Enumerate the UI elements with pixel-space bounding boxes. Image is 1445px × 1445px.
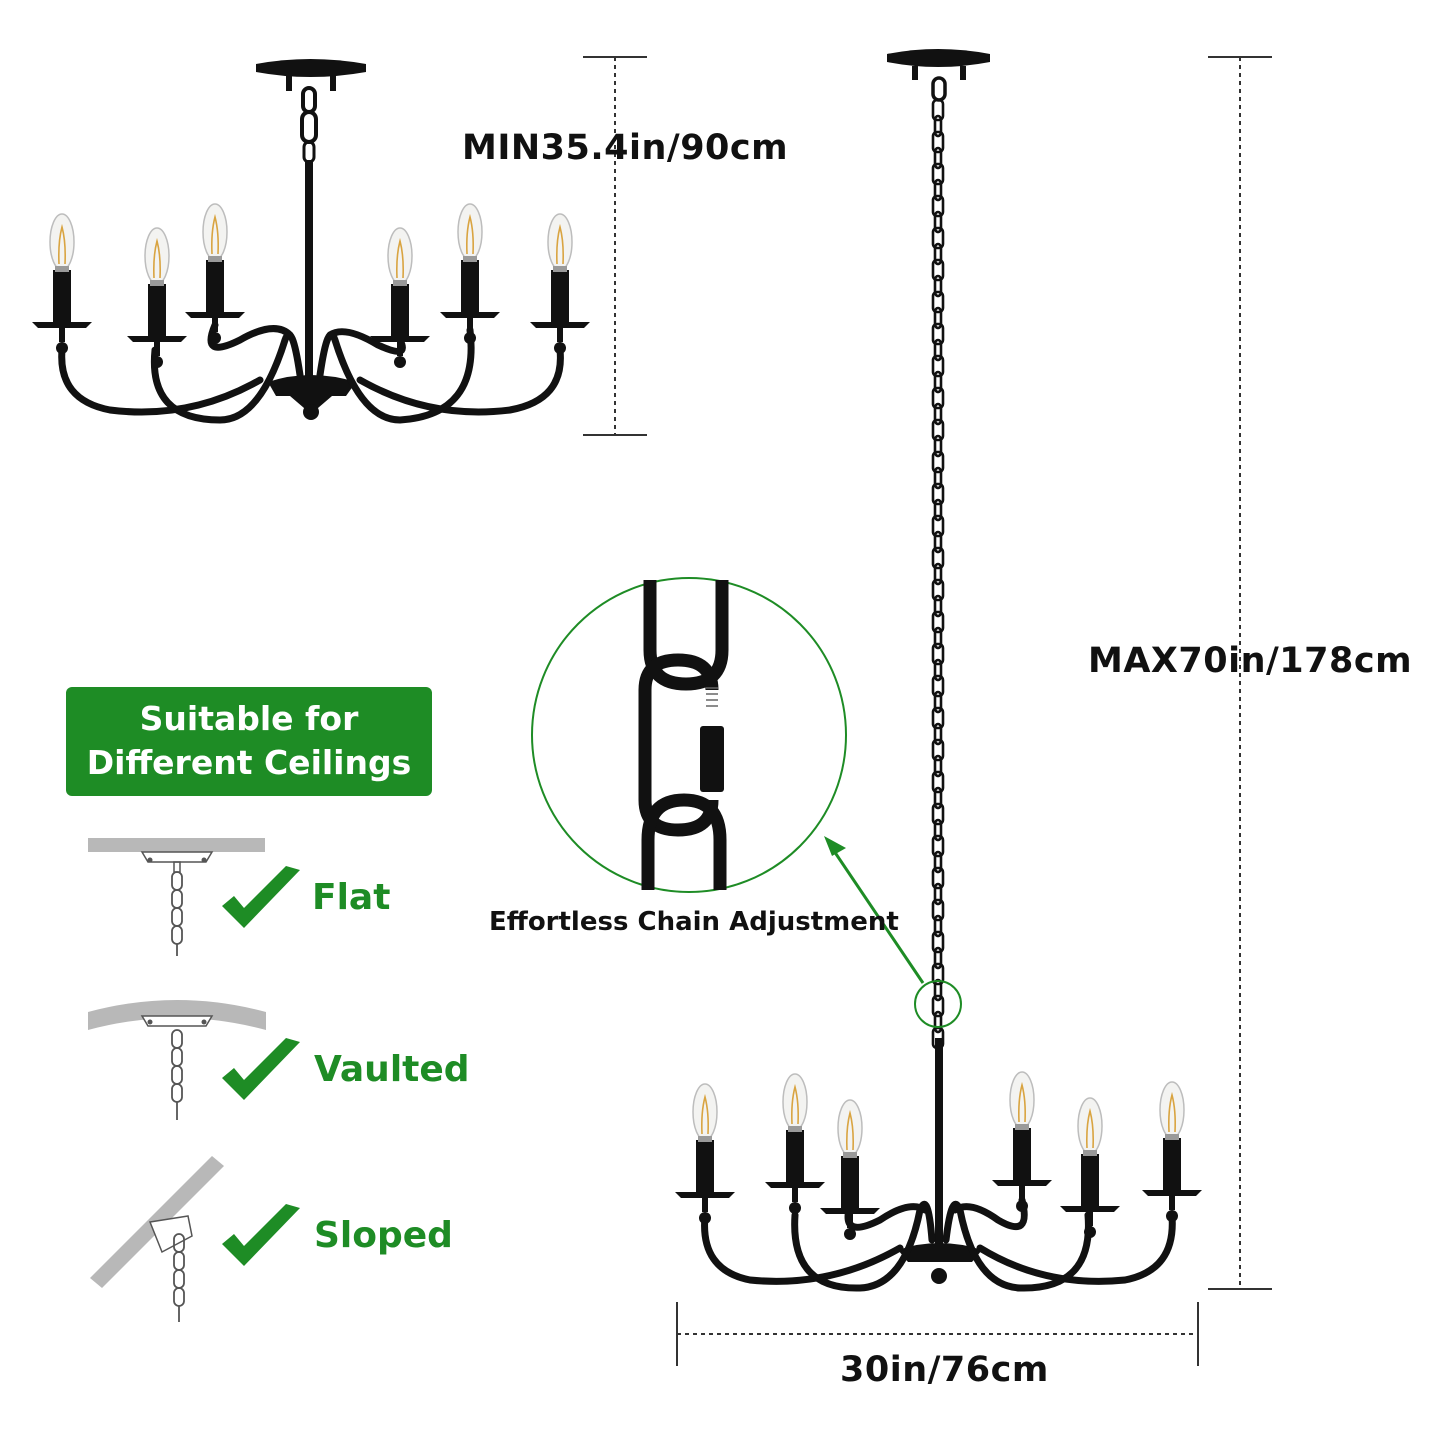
chain-link [933, 146, 943, 170]
chain-link [931, 610, 945, 634]
chain-link [933, 402, 943, 426]
max-height-dimension-line [1208, 56, 1272, 1290]
chain-link [931, 770, 945, 794]
chain-link [931, 482, 945, 506]
check-icon [222, 1204, 300, 1266]
chain-link [933, 498, 943, 522]
chandelier-min-icon [31, 59, 591, 424]
chain-zoom-callout [531, 577, 962, 1028]
badge-line-2: Different Ceilings [86, 743, 412, 782]
chain-link [931, 450, 945, 474]
width-label: 30in/76cm [840, 1350, 1049, 1390]
chain-link [931, 674, 945, 698]
sloped-label: Sloped [314, 1215, 453, 1256]
chain-link [933, 786, 943, 810]
chain-link [931, 642, 945, 666]
chain-link [933, 818, 943, 842]
chain-link [931, 546, 945, 570]
chain-link [933, 882, 943, 906]
chain-link [931, 418, 945, 442]
chain-link [931, 130, 945, 154]
chain-link [933, 530, 943, 554]
long-chain [931, 98, 945, 1050]
chain-link [933, 658, 943, 682]
chain-link [931, 738, 945, 762]
chain-link [933, 210, 943, 234]
chain-link [931, 866, 945, 890]
chain-link [933, 434, 943, 458]
chain-link [933, 914, 943, 938]
check-icon [222, 866, 300, 928]
chain-link [933, 1010, 943, 1034]
chain-link [931, 226, 945, 250]
chain-link [931, 258, 945, 282]
chain-link [933, 114, 943, 138]
chain-link [933, 722, 943, 746]
chain-link [933, 850, 943, 874]
flat-label: Flat [312, 877, 391, 918]
vaulted-ceiling-icon [88, 1000, 266, 1120]
ceilings-badge: Suitable for Different Ceilings [66, 687, 432, 796]
chain-link [931, 930, 945, 954]
chain-link [933, 242, 943, 266]
chain-link [933, 338, 943, 362]
chain-link [933, 306, 943, 330]
width-dimension-line [676, 1302, 1199, 1366]
chain-link [931, 290, 945, 314]
chain-link [933, 274, 943, 298]
chain-link [933, 690, 943, 714]
chain-link [931, 706, 945, 730]
chain-link [931, 802, 945, 826]
vaulted-label: Vaulted [314, 1049, 470, 1090]
chain-link [931, 578, 945, 602]
chain-link [931, 194, 945, 218]
sloped-ceiling-icon [90, 1156, 224, 1322]
chain-link [931, 386, 945, 410]
chain-link [931, 962, 945, 986]
chain-link [933, 594, 943, 618]
min-height-label: MIN35.4in/90cm [462, 128, 789, 168]
chain-link [933, 946, 943, 970]
chain-link [933, 370, 943, 394]
max-height-label: MAX70in/178cm [1088, 641, 1413, 681]
chain-link [933, 466, 943, 490]
min-height-dimension-line [583, 56, 647, 436]
chain-link [931, 898, 945, 922]
chain-link [931, 162, 945, 186]
chain-link [931, 98, 945, 122]
flat-ceiling-icon [88, 838, 265, 956]
chain-link [931, 514, 945, 538]
chain-link [933, 626, 943, 650]
chain-link [931, 834, 945, 858]
chain-link [931, 354, 945, 378]
chain-link [931, 322, 945, 346]
chain-link [933, 754, 943, 778]
badge-line-1: Suitable for [139, 699, 359, 738]
chain-adjustment-label: Effortless Chain Adjustment [489, 907, 899, 937]
chain-link [933, 562, 943, 586]
chain-link [931, 994, 945, 1018]
chain-link-icon [638, 653, 719, 837]
check-icon [222, 1038, 300, 1100]
chandelier-max-icon [674, 49, 1203, 1292]
chain-link [933, 178, 943, 202]
